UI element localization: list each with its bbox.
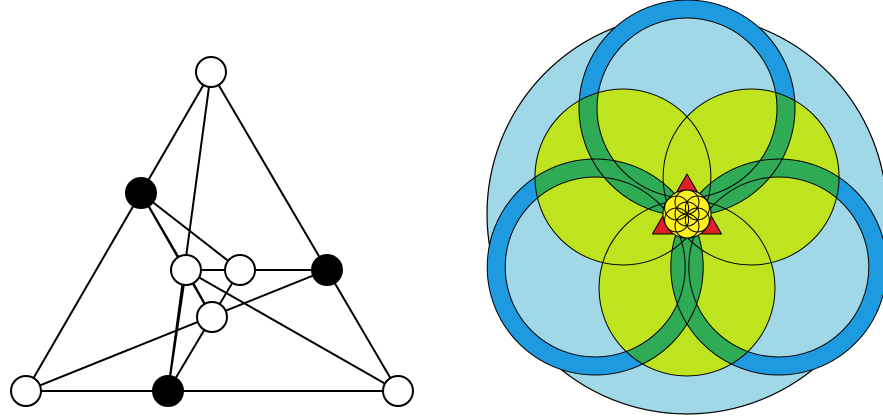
figure	[0, 0, 883, 419]
circle-arrangement	[0, 0, 883, 419]
